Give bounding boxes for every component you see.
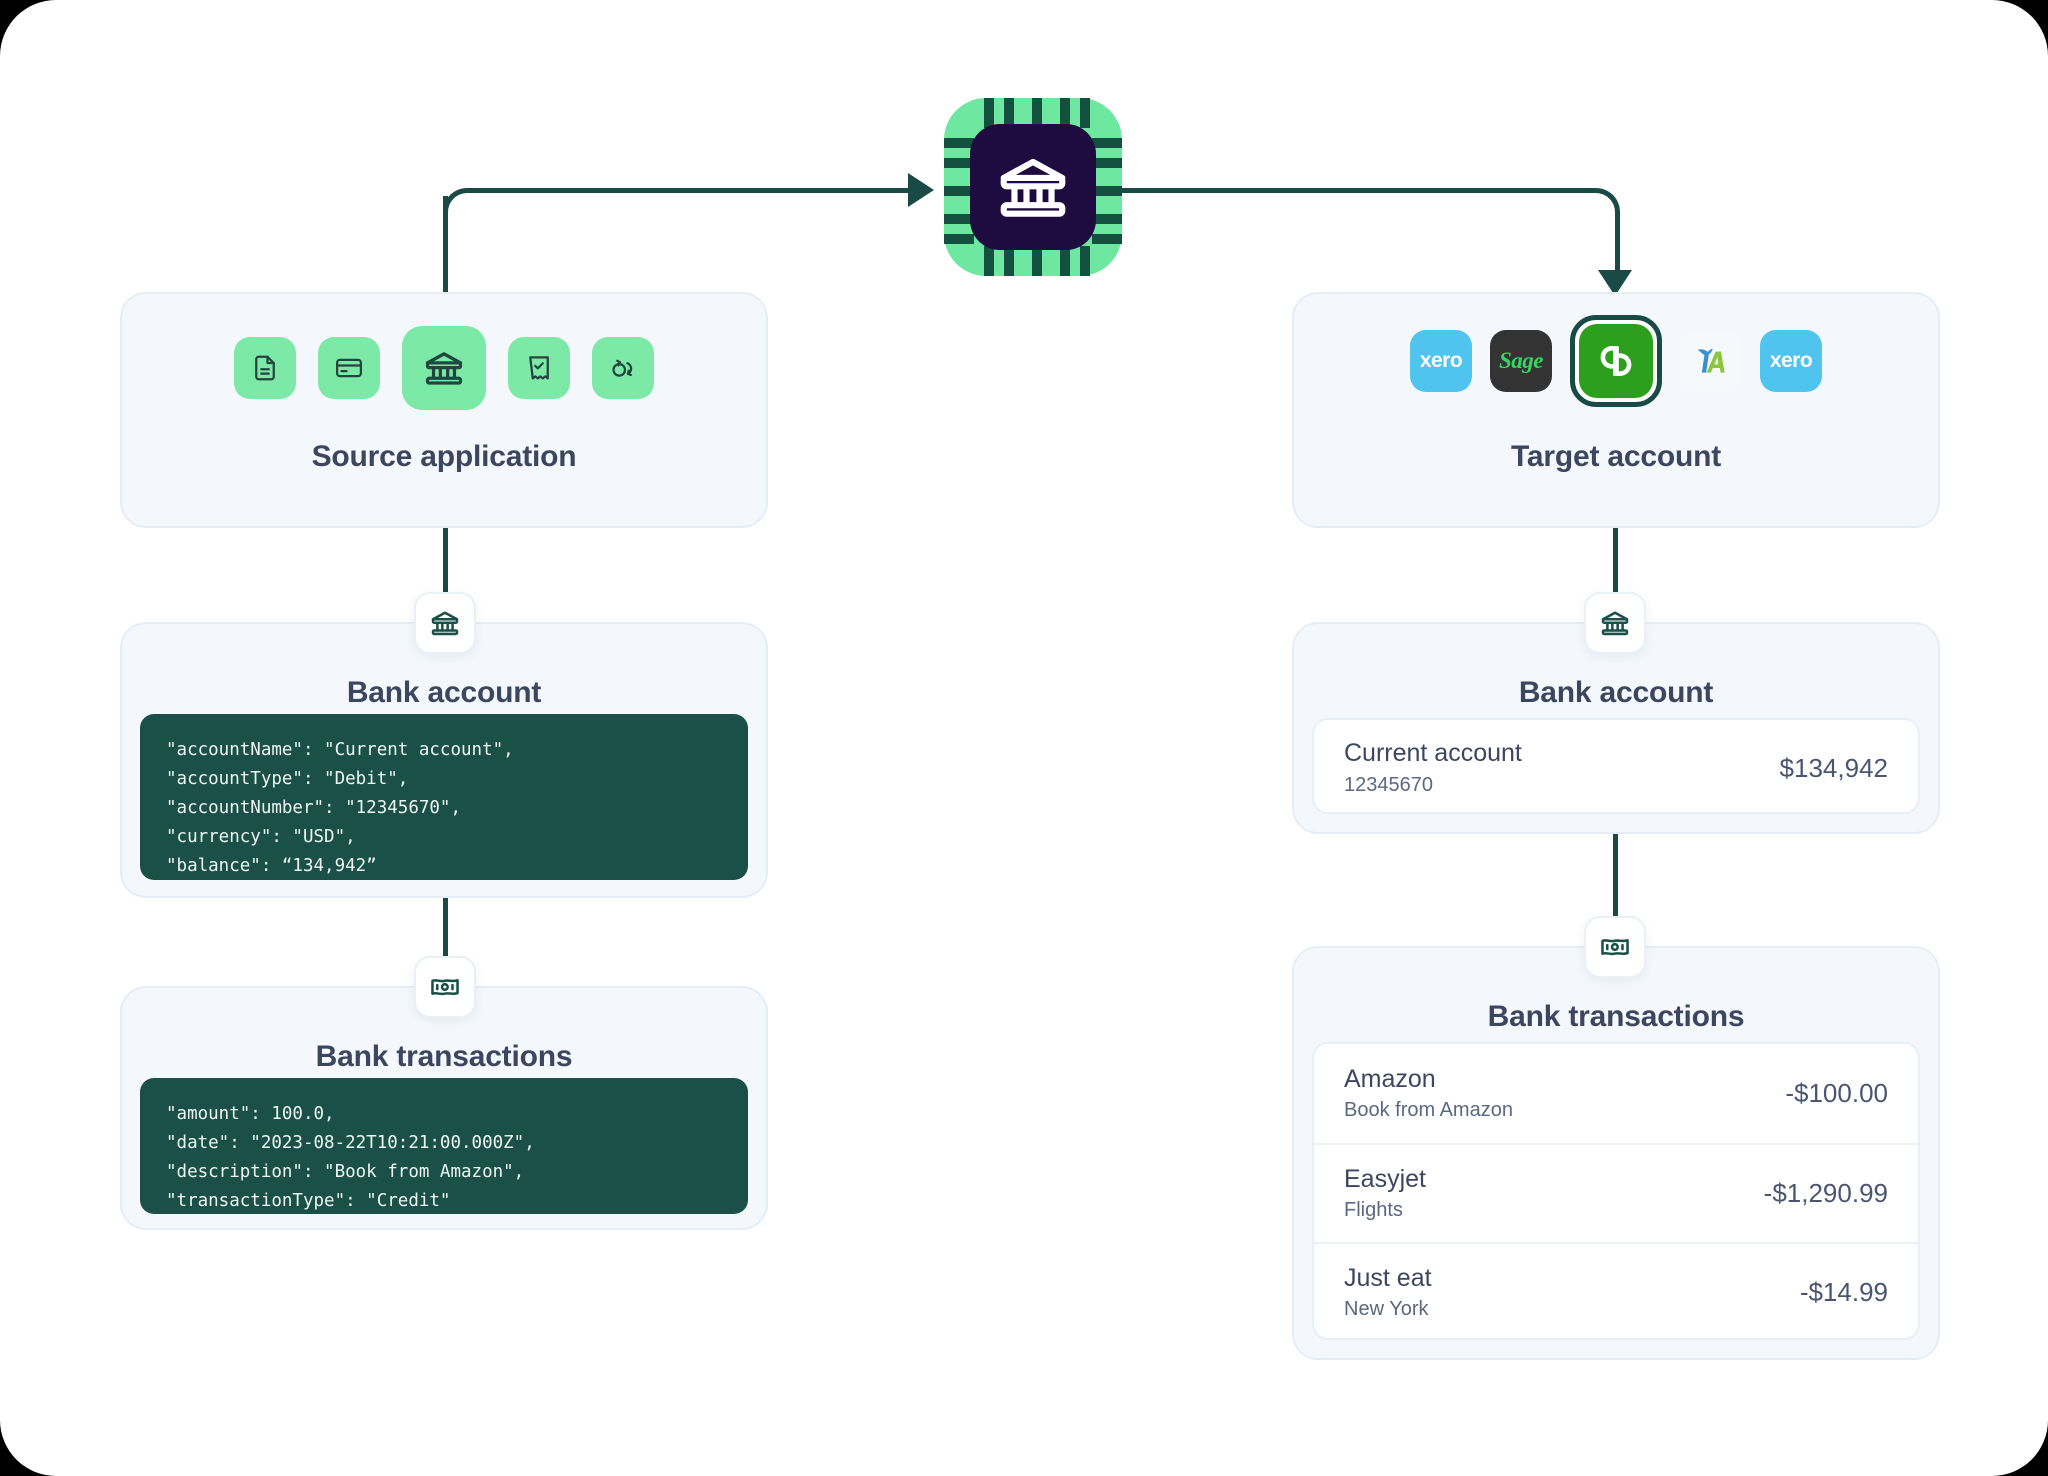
connector-corner-right (1572, 188, 1620, 236)
xero-logo-text: xero (1769, 349, 1813, 372)
source-icon-document[interactable] (234, 337, 296, 399)
source-bank-transactions-code: "amount": 100.0, "date": "2023-08-22T10:… (140, 1078, 748, 1214)
banknote-icon (1601, 939, 1629, 956)
target-bank-account-title: Bank account (1518, 676, 1714, 709)
connector-target-to-bank-account (1613, 528, 1618, 600)
source-application-panel: Source application (120, 292, 768, 528)
transaction-merchant: Just eat (1344, 1263, 1432, 1292)
xero-logo-text: xero (1419, 349, 1463, 372)
transaction-description: Book from Amazon (1344, 1099, 1513, 1122)
connector-arrow-to-target (1598, 270, 1632, 296)
target-bank-transactions-title: Bank transactions (1487, 1000, 1745, 1033)
transaction-merchant: Easyjet (1344, 1164, 1426, 1193)
source-icon-credit-card[interactable] (318, 337, 380, 399)
transaction-amount: -$1,290.99 (1763, 1178, 1888, 1208)
freeagent-icon (1697, 348, 1725, 373)
brand-tile-freeagent[interactable] (1680, 330, 1742, 392)
source-icon-sync[interactable] (592, 337, 654, 399)
account-number: 12345670 (1344, 773, 1433, 796)
transaction-amount: -$14.99 (1799, 1277, 1888, 1307)
qb-icon (1600, 346, 1632, 376)
account-info: Current account 12345670 (1344, 737, 1522, 799)
chip-core (970, 124, 1096, 250)
brand-tile-xero-1[interactable]: xero (1410, 330, 1472, 392)
quickbooks-logo (1579, 324, 1653, 398)
target-account-panel: xero Sage xero (1292, 292, 1940, 528)
connector-corner-left (443, 188, 491, 236)
brand-tile-xero-2[interactable]: xero (1760, 330, 1822, 392)
source-bank-account-title: Bank account (346, 676, 542, 709)
target-bank-transactions-badge (1584, 916, 1646, 978)
account-row: Current account 12345670 $134,942 (1314, 720, 1918, 812)
bank-icon (425, 352, 463, 385)
target-account-title: Target account (1510, 440, 1721, 473)
brand-tile-sage[interactable]: Sage (1490, 330, 1552, 392)
target-brand-row: xero Sage xero (1294, 315, 1938, 407)
account-balance: $134,942 (1779, 752, 1888, 783)
transaction-merchant: Amazon (1344, 1064, 1436, 1093)
source-application-title: Source application (311, 440, 577, 473)
source-bank-transactions-title: Bank transactions (315, 1040, 573, 1073)
source-bank-transactions-badge (414, 956, 476, 1018)
connector-source-riser (443, 196, 448, 296)
transaction-description: Flights (1344, 1199, 1403, 1222)
connector-target-account-to-transactions (1613, 834, 1618, 922)
connector-arrow-to-chip (908, 173, 934, 207)
transaction-description: New York (1344, 1298, 1429, 1321)
connector-target-drop (1615, 232, 1620, 274)
source-icon-receipt[interactable] (508, 337, 570, 399)
brand-tile-quickbooks-selected[interactable] (1570, 315, 1662, 407)
account-name: Current account (1344, 739, 1522, 768)
bank-chip-icon (944, 98, 1122, 276)
target-bank-account-badge (1584, 592, 1646, 654)
source-bank-account-code: "accountName": "Current account", "accou… (140, 714, 748, 880)
document-icon (255, 355, 275, 381)
source-icon-row (122, 326, 766, 410)
receipt-check-icon (529, 356, 549, 380)
target-account-card[interactable]: Current account 12345670 $134,942 (1312, 718, 1920, 814)
sage-logo-text: Sage (1499, 348, 1544, 373)
source-bank-account-badge (414, 592, 476, 654)
banknote-icon (431, 979, 459, 996)
sync-arrows-icon (612, 359, 633, 377)
transaction-amount: -$100.00 (1785, 1078, 1888, 1108)
bank-icon (1601, 611, 1629, 636)
connector-source-to-chip (489, 188, 916, 193)
bank-icon (431, 611, 459, 636)
connector-bank-account-to-transactions (443, 898, 448, 964)
source-icon-bank[interactable] (402, 326, 486, 410)
connector-source-to-bank-account (443, 528, 448, 600)
credit-card-icon (336, 358, 362, 378)
bank-icon (1000, 158, 1066, 217)
connector-chip-to-target (1122, 188, 1580, 193)
